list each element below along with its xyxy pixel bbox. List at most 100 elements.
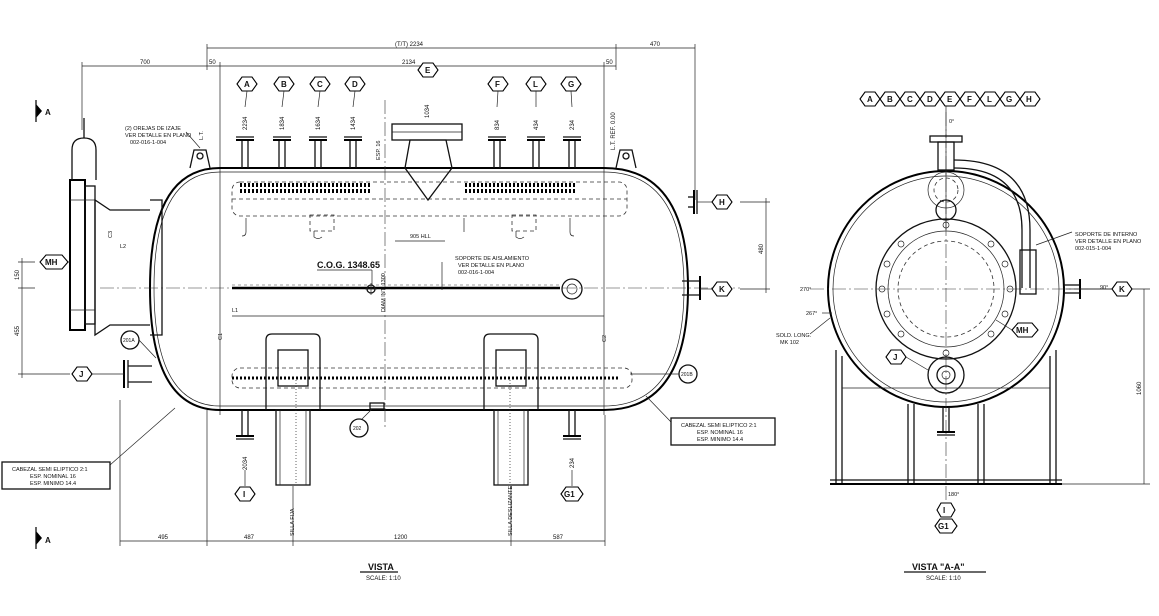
svg-text:B: B <box>887 95 893 104</box>
nozzle-dim-g1: 234 <box>570 457 576 468</box>
lt-label: L.T. <box>199 131 205 140</box>
section-view-title: VISTA "A-A" <box>912 562 965 572</box>
svg-text:L: L <box>533 80 538 89</box>
nozzle-tag-g: G <box>560 76 582 92</box>
section-tag-row: A B C D E F L G H <box>859 91 1041 107</box>
nozzle-dim-b: 1834 <box>280 116 286 130</box>
insulation-note-1: SOPORTE DE AISLAMIENTO <box>455 256 530 262</box>
weld-label-l2: L2 <box>120 244 126 250</box>
svg-text:201B: 201B <box>681 372 693 378</box>
nozzle-tag-k: K <box>700 281 733 297</box>
item-tag-201b: 201B <box>630 364 698 384</box>
internal-support-note-1: SOPORTE DE INTERNO <box>1075 232 1138 238</box>
svg-text:G: G <box>568 80 574 89</box>
nozzle-dim-g: 234 <box>570 119 576 130</box>
nozzle-tag-a: A <box>236 76 258 92</box>
section-arrow-bottom <box>36 531 42 545</box>
nozzle-tag-b: B <box>273 76 295 92</box>
section-view-scale: SCALE: 1:10 <box>926 576 961 582</box>
section-tag-g1: G1 <box>934 518 958 534</box>
lifting-lugs-note-1: (2) OREJAS DE IZAJE <box>125 126 181 132</box>
head-note-left-1: CABEZAL SEMI ELIPTICO 2:1 <box>12 467 88 473</box>
svg-text:L: L <box>987 95 992 104</box>
svg-text:C: C <box>317 80 323 89</box>
lifting-lugs-note-2: VER DETALLE EN PLANO <box>125 133 192 139</box>
dim-480: 480 <box>759 243 765 254</box>
dim-overall: (T/T) 2234 <box>395 42 424 48</box>
svg-text:MH: MH <box>1016 326 1029 335</box>
svg-text:H: H <box>719 198 725 207</box>
front-view-scale: SCALE: 1:10 <box>366 576 401 582</box>
section-arrow-top <box>36 104 42 118</box>
weld-note-1: SOLD. LONG. <box>776 333 812 339</box>
manway-mh <box>69 118 163 337</box>
dim-455: 455 <box>15 325 21 336</box>
dim-50-right: 50 <box>606 60 613 66</box>
dim-700: 700 <box>140 60 151 66</box>
svg-text:I: I <box>943 506 945 515</box>
svg-text:A: A <box>244 80 250 89</box>
lifting-lug-right <box>615 149 637 169</box>
weld-note-2: MK 102 <box>780 340 799 346</box>
svg-text:I: I <box>243 490 245 499</box>
section-angle-267: 267° <box>806 311 817 317</box>
head-note-right-box <box>670 417 776 446</box>
head-note-left-2: ESP. NOMINAL 16 <box>30 474 76 480</box>
nozzle-flange-k <box>561 278 583 300</box>
svg-text:H: H <box>1026 95 1032 104</box>
saddle-sliding <box>483 333 539 486</box>
svg-text:C: C <box>907 95 913 104</box>
svg-text:G: G <box>1006 95 1012 104</box>
section-tag-i: I <box>936 502 956 518</box>
section-view: A B C D E F L G H <box>776 91 1150 582</box>
nozzle-dim-e: 1034 <box>425 104 431 118</box>
bottom-dim-2: 487 <box>244 535 255 541</box>
head-note-right-1: CABEZAL SEMI ELIPTICO 2:1 <box>681 423 757 429</box>
front-view-title: VISTA <box>368 562 394 572</box>
nozzle-tag-f: F <box>487 76 509 92</box>
head-note-left-box <box>1 461 111 490</box>
head-note-right-2: ESP. NOMINAL 16 <box>697 430 743 436</box>
dim-1060: 1060 <box>1137 381 1143 395</box>
vessel-shell <box>148 167 690 411</box>
weld-label-c3: C3 <box>108 231 114 238</box>
svg-text:E: E <box>947 95 953 104</box>
nozzle-tag-i: I <box>234 486 256 502</box>
weld-label-c1: C1 <box>218 333 224 340</box>
dim-150: 150 <box>15 269 21 280</box>
nozzle-tag-c: C <box>309 76 331 92</box>
nozzle-h-body <box>688 190 698 214</box>
svg-text:201A: 201A <box>123 338 135 344</box>
svg-text:202: 202 <box>353 426 362 432</box>
section-angle-0: 0° <box>949 119 954 125</box>
nozzle-dim-d: 1434 <box>351 116 357 130</box>
lifting-lug-left <box>189 149 211 169</box>
item-tag-202: 202 <box>349 408 373 438</box>
section-marker-bottom: A <box>45 536 51 545</box>
head-note-left-3: ESP. MINIMO 14.4 <box>30 481 76 487</box>
nozzle-j-body <box>123 360 152 388</box>
weld-label-l1: L1 <box>232 308 238 314</box>
internal-pipe <box>953 159 1031 288</box>
bottom-dim-3: 1200 <box>394 535 408 541</box>
esp-label: ESP. 16 <box>376 141 382 160</box>
section-nozzle-j <box>927 356 965 394</box>
internal-support-note-3: 002-015-1-004 <box>1075 246 1111 252</box>
nozzle-tag-h: H <box>697 194 733 210</box>
section-tag-k: K <box>1080 281 1133 297</box>
nozzle-g1-body <box>563 410 581 440</box>
nozzle-dim-f: 834 <box>495 119 501 130</box>
insulation-note-2: VER DETALLE EN PLANO <box>458 263 525 269</box>
section-manway-outer <box>875 218 1017 360</box>
nozzle-i-body <box>236 410 254 440</box>
svg-text:D: D <box>927 95 933 104</box>
saddle-fixed <box>265 333 321 486</box>
svg-text:K: K <box>1119 285 1125 294</box>
nozzle-tag-mh: MH <box>39 254 70 270</box>
svg-text:F: F <box>967 95 972 104</box>
nozzle-tag-d: D <box>344 76 366 92</box>
dim-50-left: 50 <box>209 60 216 66</box>
svg-text:G1: G1 <box>938 522 949 531</box>
section-tag-j: J <box>885 349 929 371</box>
svg-text:E: E <box>425 66 431 75</box>
